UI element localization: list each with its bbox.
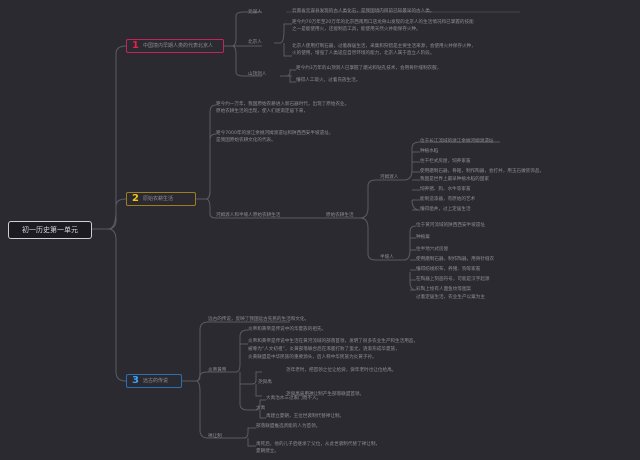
branch-number-1: 1 [132, 40, 139, 51]
b1-sub1-text: 云南省元谋县发现的古人类化石，是我国境内目前已知最早的古人类。 [292, 9, 435, 14]
b2-g1-item: 位于长江流域的浙江余姚河姆渡遗址 [420, 139, 494, 144]
b2-intro1: 距今约一万年，我国原始农耕进入新石器时代，出现了原始农业。 [216, 102, 350, 107]
b3-group3[interactable]: 大禹 [256, 406, 266, 411]
connector [274, 23, 292, 57]
connector [205, 133, 217, 200]
connector [235, 329, 266, 419]
connector [280, 69, 296, 83]
root-node[interactable]: 初一历史第一单元 [8, 221, 92, 239]
b3-g3-item: 禹建立夏朝，王位世袭制代替禅让制。 [266, 414, 345, 419]
b1-sub2-text2: 之一是能使用火，还能制造工具，能使用天然火并能保存火种。 [292, 27, 421, 32]
b3-group4[interactable]: 禅让制 [208, 434, 222, 439]
connector [411, 151, 421, 211]
connector [359, 179, 404, 219]
connector [107, 228, 127, 382]
branch-node-3[interactable]: 3 远古的传说 [126, 374, 182, 388]
b2-mid-label[interactable]: 原始农耕生活 [326, 213, 354, 218]
connector [243, 427, 256, 447]
b2-g2-item: 住半地穴式房屋 [416, 247, 449, 252]
b2-g1-item: 我国是世界上最早种植水稻的国家 [420, 177, 489, 182]
branch-node-2[interactable]: 2 原始农耕生活 [126, 192, 196, 206]
b2-main-label[interactable]: 河姆渡人和半坡人原始农耕生活 [216, 213, 281, 218]
b3-g4-item: 部落联盟推选贤能的人为首领。 [256, 424, 321, 429]
b1-sub2[interactable]: 北京人 [248, 40, 262, 45]
connector [403, 141, 500, 181]
connector [107, 198, 127, 230]
branch-number-2: 2 [132, 193, 139, 204]
b2-g2-item: 彩陶上绘有人面鱼纹等图案 [416, 287, 472, 292]
connector [205, 198, 300, 219]
b1-sub3-text1: 距今约3万年的山顶洞人已掌握了磨光和钻孔技术，会用骨针缝制衣服， [296, 66, 442, 71]
b2-intro2: 原始农耕生活的出现，使人们逐渐定居下来， [216, 109, 308, 114]
b2-g1-item: 能制造漆器，有原始的艺术 [420, 197, 476, 202]
b2-g2-item: 种植粟 [416, 235, 430, 240]
b2-g2-item: 位于黄河流域的陕西西安半坡遗址 [416, 223, 485, 228]
b3-g1-item: 被尊为“人文初祖”，炎黄部落联合后在涿鹿打败了蚩尤，逐渐形成华夏族， [248, 347, 400, 352]
connector [90, 45, 127, 230]
b2-intro4: 是我国原始农耕文化的代表。 [216, 138, 276, 143]
b2-g2-item: 懂得纺线织布，养猪、狗等家畜 [416, 267, 481, 272]
connector [224, 45, 262, 77]
b1-sub2-text1: 距今约70万年至20万年的北京西南周口店龙骨山发现的北京人的生活情况和已掌握的技… [292, 20, 474, 25]
b3-group1[interactable]: 炎帝黄帝 [208, 368, 227, 373]
branch-node-1[interactable]: 1 中国境内早期人类的代表北京人 [126, 39, 224, 53]
branch-label-3: 远古的传说 [143, 378, 169, 384]
b3-g4-item: 夏朝建立。 [256, 449, 279, 454]
b2-g1-item: 使用磨制石器，骨耜，制作陶器，会打井，用玉石做装饰品， [420, 169, 545, 174]
b1-sub2-text3: 北京人使用打制石器，过着群居生活，采集和狩猎是主要生活来源，会使用火并保存火种， [292, 44, 476, 49]
branch-label-1: 中国境内早期人类的代表北京人 [143, 43, 214, 49]
b1-sub3-text2: 懂得人工取火，过着氏族生活。 [296, 78, 361, 83]
b3-g3-item: 大禹治水三过家门而不入。 [266, 396, 322, 401]
b3-g1-item: 炎黄联盟是中华民族的重要源头，后人称中华民族为炎黄子孙。 [248, 355, 377, 360]
connector [403, 225, 417, 291]
b2-group1[interactable]: 河姆渡人 [380, 175, 399, 180]
b3-group2[interactable]: 尧舜禹 [258, 380, 272, 385]
b3-g2-item: 尧年老时，把首领之位让给舜，舜年老时也让位给禹。 [286, 368, 397, 373]
branch-number-3: 3 [132, 375, 139, 386]
b1-sub3[interactable]: 山顶洞人 [248, 72, 267, 77]
b2-g1-item: 懂得凿井，过上定居生活 [420, 207, 471, 212]
connector [195, 371, 236, 382]
b3-g1-item: 炎帝和黄帝是传说中生活在黄河流域的部落首领，发明了很多农业生产和生活用品， [248, 339, 418, 344]
b3-g4-item: 禹死后，他的儿子启继承了父位，从此世袭制代替了禅让制， [256, 442, 381, 447]
b2-g2-item: 过着定居生活，农业生产以粟为主 [416, 295, 485, 300]
connector [196, 104, 217, 200]
b2-g1-item: 种植水稻 [420, 149, 439, 154]
b2-group2[interactable]: 半坡人 [380, 255, 394, 260]
connector [359, 217, 404, 261]
b1-sub2-text4: 火的使用，增强了人类适应自然环境的能力，北京人属于直立人阶段。 [292, 51, 435, 56]
b2-g1-item: 住干栏式房屋，饲养家畜 [420, 159, 471, 164]
b2-g2-item: 在陶器上刻画符号，可能是汉字起源 [416, 277, 490, 282]
b3-intro: 远古的传说，反映了我国远古先民的生活和文化。 [208, 317, 310, 322]
b3-g1-item: 炎帝和黄帝是传说中的华夏族的祖先。 [248, 327, 327, 332]
b3-g2-item: 尧舜禹采用禅让制产生部落联盟首领。 [286, 392, 365, 397]
connector [195, 380, 244, 439]
b2-g1-item: 饲养猪、狗、水牛等家畜 [420, 187, 471, 192]
b2-intro3: 距今7000年的浙江余姚河姆渡遗址和陕西西安半坡遗址， [216, 131, 334, 136]
b1-sub1[interactable]: 元谋人 [248, 10, 262, 15]
b2-g2-item: 使用磨制石器，制作陶器，用骨针缝衣 [416, 257, 495, 262]
branch-label-2: 原始农耕生活 [143, 196, 174, 202]
